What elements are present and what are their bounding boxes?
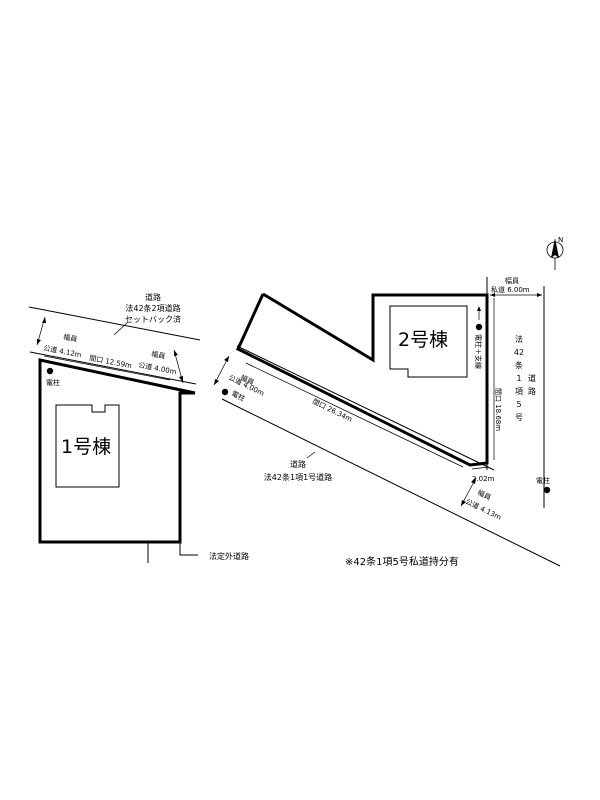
lot-2-pole-right-label: 電柱 — [536, 476, 550, 485]
lot-1-boundary — [38, 358, 196, 544]
lot-2-road-title: 道路 — [290, 459, 306, 469]
private-road-width-value: 私道 6.00m — [491, 285, 530, 294]
legal-outside-road-label: 法定外道路 — [209, 551, 249, 561]
private-road-type-char-5: 5 — [516, 400, 521, 409]
lot-1-frontage-dim — [43, 355, 171, 381]
private-road-width-arrow-a — [490, 293, 495, 297]
lot-1-road-type: 法42条2項道路 — [125, 303, 180, 313]
private-road-type-char-6: 号 — [515, 413, 523, 422]
lot-2-corner-dim — [471, 466, 490, 470]
legal-outside-road-line-right — [179, 542, 198, 556]
private-road-type-char-7: 道 — [528, 373, 536, 383]
lot-1-road-title: 道路 — [145, 292, 161, 302]
private-road-type-char-2: 条 — [515, 360, 523, 370]
lot-2-pole-stay-arrow — [477, 306, 481, 311]
private-road-type-char-3: 1 — [516, 374, 521, 383]
lot-1-width-dim-left-arrow-a — [42, 317, 46, 323]
lot-2-width-right-value: 公道 4.13m — [464, 497, 503, 522]
lot-1-road-edge-outer — [28, 306, 201, 341]
lot-1-pole-icon — [46, 367, 54, 375]
lot-2-road-leader — [306, 451, 316, 459]
lot-2-width-dim-left-arrow-a — [224, 356, 229, 362]
lot-1-width-dim-left-arrow-b — [37, 339, 41, 345]
lot-1-width-dim-right-arrow-a — [174, 350, 178, 356]
lot-2-frontage-label: 間口 26.34m — [311, 398, 353, 424]
private-road-type-char-4: 項 — [515, 387, 523, 396]
lot-1-road-edge-inner — [29, 351, 197, 385]
private-road-type-char-0: 法 — [515, 334, 523, 344]
private-road-width-arrow-b — [537, 293, 542, 297]
lot-2-road-type: 法42条1項1号道路 — [264, 472, 332, 482]
private-road-type-char-1: 42 — [514, 348, 524, 357]
lot-2-road-edge-upper — [236, 345, 495, 471]
lot-2-road-edge-lower — [221, 398, 561, 567]
private-road-type-char-8: 路 — [528, 386, 536, 396]
lot-1-width-left-label: 幅員 — [63, 332, 78, 344]
lot-2-width-dim-right-arrow-a — [471, 478, 476, 484]
building-2-label: 2号棟 — [398, 329, 448, 351]
lot-2-group: 2号棟 電柱＋支線 電柱 電柱 幅員 公道 4.00m 間口 26.34m 2.… — [213, 276, 561, 568]
lot-2-pole-top-icon — [475, 323, 483, 331]
private-road-type-label: 法 42 条 1 項 5 号 道 路 — [514, 334, 536, 422]
private-road-width-label: 幅員 — [505, 276, 519, 285]
lot-1-road-note: セットバック済 — [125, 314, 181, 324]
lot-1-group: 1号棟 電柱 幅員 公道 4.12m 幅員 公道 4.00m 間口 12.59m… — [28, 292, 249, 563]
lot-2-width-right-label: 幅員 — [476, 488, 493, 502]
lot-2-width-dim-right-arrow-b — [461, 500, 466, 506]
north-label: N — [558, 236, 563, 244]
lot-2-frontage-dim — [245, 362, 464, 468]
lot-2-pole-top-label: 電柱＋支線 — [474, 334, 483, 369]
lot-1-pole-label: 電柱 — [46, 378, 60, 387]
building-1-outline — [55, 404, 120, 488]
lot-2-width-dim-left-arrow-b — [214, 379, 219, 385]
building-1-label: 1号棟 — [61, 436, 111, 458]
lot-1-width-dim-right-arrow-b — [179, 376, 183, 383]
lot-2-pole-right-icon — [543, 486, 551, 494]
lot-2-boundary — [236, 292, 489, 467]
lot-2-pole-left-label: 電柱 — [230, 389, 247, 403]
lot-2-pole-left-icon — [221, 388, 229, 396]
ownership-note: ※42条1項5号私道持分有 — [345, 555, 459, 568]
lot-1-width-right-label: 幅員 — [151, 349, 166, 361]
north-arrow-icon: N — [546, 236, 564, 270]
lot-2-corner-label: 2.02m — [472, 475, 495, 483]
building-2-outline — [389, 305, 468, 378]
lot-2-side-frontage-label: 間口 18.68m — [494, 388, 502, 431]
lot-1-road-leader — [113, 321, 129, 336]
